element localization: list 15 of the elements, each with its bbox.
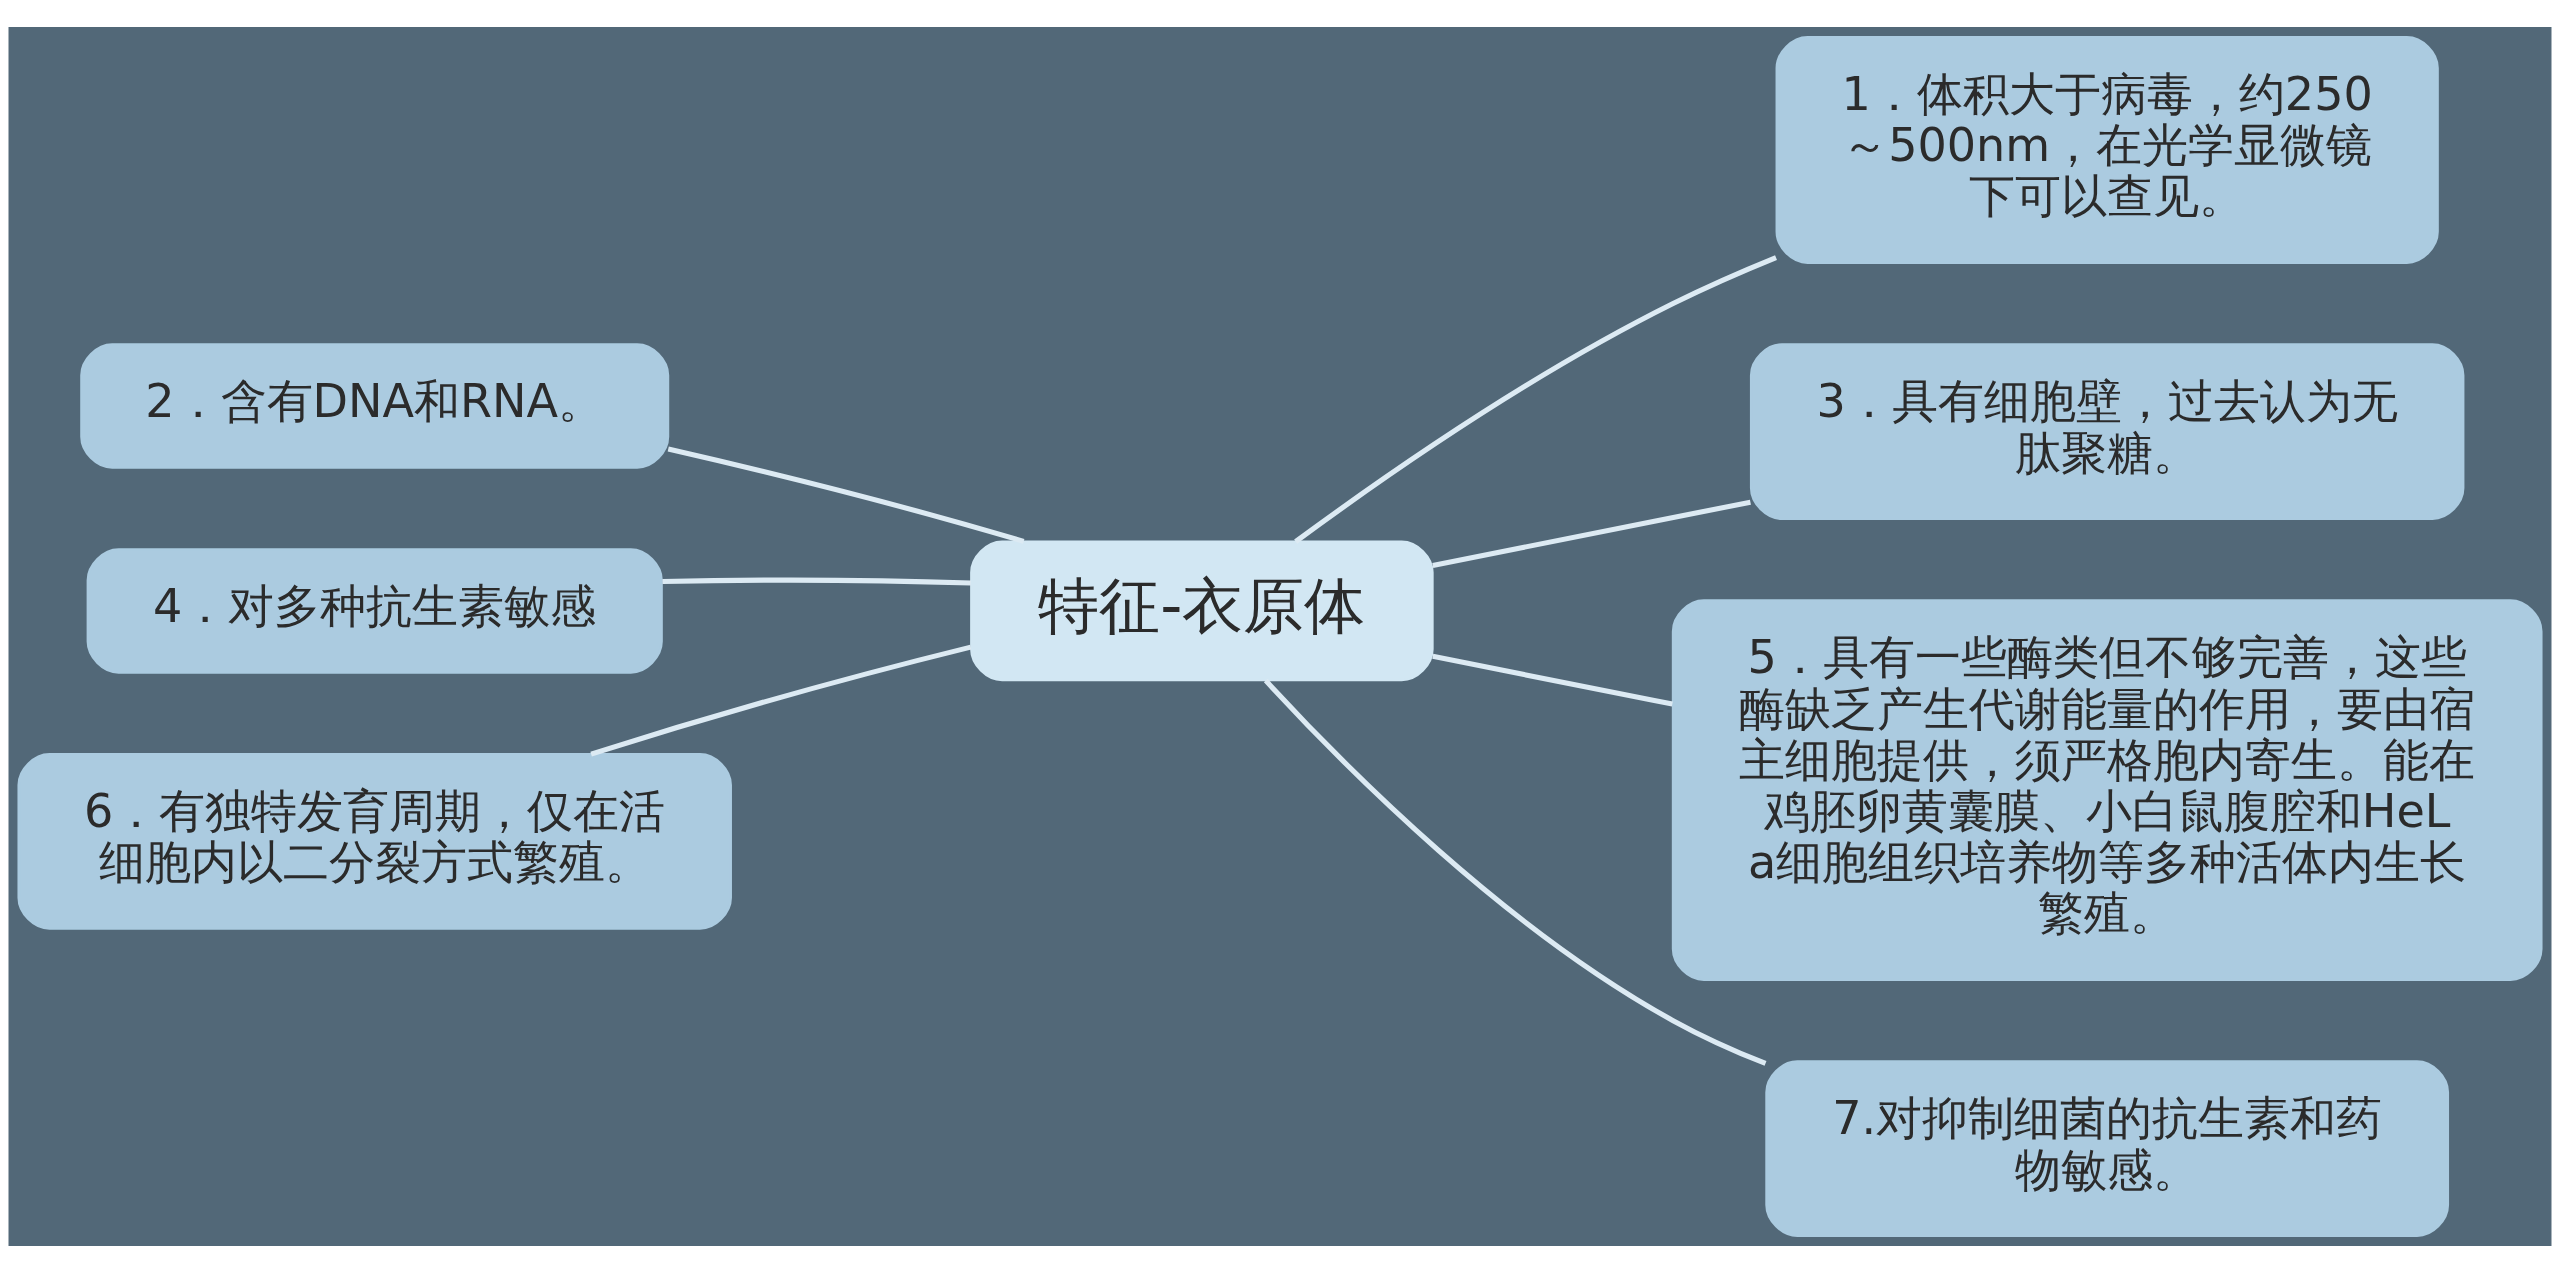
- connector: [667, 446, 1025, 544]
- connector: [590, 644, 972, 757]
- node-box: 6．有独特发育周期，仅在活细胞内以二分裂方式繁殖。: [17, 753, 732, 930]
- node-box: 5．具有一些酶类但不够完善，这些酶缺乏产生代谢能量的作用，要由宿主细胞提供，须严格胞内寄生。能在鸡胚卵黄囊膜、小白鼠腹腔和HeLa细胞组织培养物等多种活体内生长繁殖。: [1671, 599, 2543, 981]
- connector: [1432, 499, 1751, 568]
- node-box: 2．含有DNA和RNA。: [80, 343, 670, 469]
- connector: [1294, 255, 1777, 544]
- connector: [1432, 653, 1673, 707]
- connector: [662, 577, 971, 586]
- node-box: 特征-衣原体: [970, 540, 1434, 682]
- connector: [1263, 678, 1767, 1066]
- node-box: 1．体积大于病毒，约250～500nm，在光学显微镜下可以查见。: [1775, 35, 2439, 264]
- node-box: 3．具有细胞壁，过去认为无肽聚糖。: [1749, 343, 2465, 520]
- node-box: 7.对抑制细菌的抗生素和药物敏感。: [1765, 1060, 2450, 1238]
- node-box: 4．对多种抗生素敏感: [86, 548, 663, 674]
